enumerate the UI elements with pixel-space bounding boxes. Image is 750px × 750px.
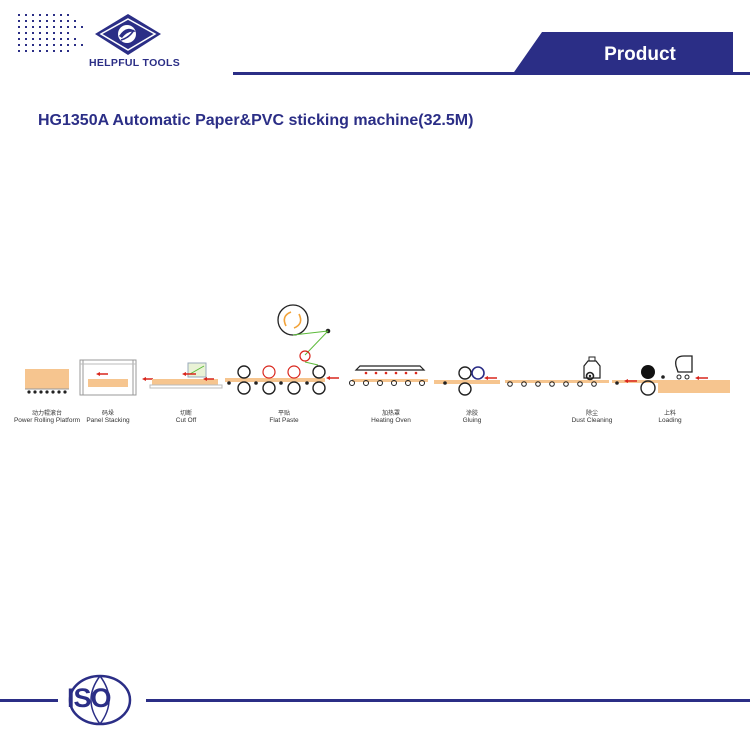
stage-label-cn: 除尘 <box>585 411 599 417</box>
logo-dot <box>39 26 41 28</box>
logo-dot <box>18 26 20 28</box>
logo-dot <box>39 44 41 46</box>
logo-dot <box>39 38 41 40</box>
stage-dust-cleaning <box>505 356 609 387</box>
logo-dot <box>74 44 76 46</box>
logo-dot <box>25 50 27 52</box>
helpful-tools-logo <box>18 14 161 55</box>
logo-dot <box>60 14 62 16</box>
stage-power-rolling-platform <box>25 369 69 394</box>
stage-label-en: Gluing <box>462 417 482 424</box>
logo-dot <box>67 50 69 52</box>
logo-dot <box>67 26 69 28</box>
stage-flat-paste <box>225 304 339 395</box>
logo-dot <box>46 14 48 16</box>
logo-dot <box>60 32 62 34</box>
stage-label-en: Power Rolling Platform <box>13 417 81 424</box>
production-line-diagram <box>25 304 730 396</box>
logo-dot <box>60 38 62 40</box>
logo-dot <box>67 44 69 46</box>
logo-dot <box>46 50 48 52</box>
stage-label-en: Dust Cleaning <box>571 417 613 424</box>
logo-dot <box>18 38 20 40</box>
header-rule <box>233 72 750 75</box>
logo-dot <box>74 38 76 40</box>
logo-dot <box>53 32 55 34</box>
logo-dot <box>46 20 48 22</box>
logo-dot <box>53 44 55 46</box>
stage-cut-off <box>149 362 223 389</box>
logo-dot <box>81 26 83 28</box>
logo-dot <box>60 50 62 52</box>
logo-dot <box>46 38 48 40</box>
logo-dot <box>60 20 62 22</box>
logo-dot <box>39 20 41 22</box>
logo-dot <box>53 50 55 52</box>
logo-dot <box>39 14 41 16</box>
stage-loading <box>612 355 730 396</box>
logo-dot <box>53 26 55 28</box>
logo-dot <box>39 32 41 34</box>
stage-panel-stacking <box>79 359 137 396</box>
product-tab[interactable] <box>512 32 733 75</box>
iso-badge-text: ISO <box>67 683 112 713</box>
stage-label-en: Flat Paste <box>269 417 299 424</box>
stage-label-cn: 平贴 <box>277 411 291 417</box>
stage-gluing <box>434 366 500 396</box>
stage-label-cn: 加热罩 <box>381 411 401 417</box>
logo-dot <box>74 26 76 28</box>
stage-label-en: Loading <box>658 417 682 424</box>
logo-dot <box>53 20 55 22</box>
logo-dot <box>46 44 48 46</box>
logo-dot <box>18 14 20 16</box>
stage-label-en: Heating Oven <box>371 417 411 424</box>
logo-dot <box>74 20 76 22</box>
logo-dot <box>18 32 20 34</box>
logo-dot <box>32 14 34 16</box>
logo-dot <box>46 26 48 28</box>
logo-dot <box>18 50 20 52</box>
logo-dot <box>25 14 27 16</box>
iso-footer <box>0 674 750 726</box>
logo-dot <box>81 44 83 46</box>
stage-label-cn: 码垛 <box>101 411 115 417</box>
logo-dot <box>32 44 34 46</box>
logo-dot <box>60 44 62 46</box>
logo-dot <box>60 26 62 28</box>
page-title: HG1350A Automatic Paper&PVC sticking mac… <box>38 112 474 129</box>
logo-dot <box>46 32 48 34</box>
logo-dot <box>25 44 27 46</box>
stage-heating-oven <box>349 365 428 386</box>
logo-dot <box>25 38 27 40</box>
logo-dot <box>25 26 27 28</box>
logo-dot <box>32 20 34 22</box>
stage-label-cn: 涂胶 <box>465 411 479 417</box>
logo-dot <box>67 32 69 34</box>
logo-dot <box>67 20 69 22</box>
logo-dot <box>32 38 34 40</box>
stage-label-en: Panel Stacking <box>86 417 130 424</box>
logo-dot <box>53 38 55 40</box>
logo-dot <box>18 20 20 22</box>
logo-dot-grid <box>18 14 83 52</box>
stage-label-cn: 上料 <box>663 411 677 417</box>
logo-dot <box>32 26 34 28</box>
logo-dot <box>32 50 34 52</box>
stage-label-en: Cut Off <box>175 417 197 424</box>
logo-dot <box>32 32 34 34</box>
logo-dot <box>53 14 55 16</box>
logo-dot <box>67 38 69 40</box>
logo-dot <box>67 14 69 16</box>
logo-dot <box>39 50 41 52</box>
stage-label-cn: 切断 <box>179 411 193 417</box>
stage-label-cn: 动力辊滚台 <box>31 411 63 417</box>
logo-dot <box>25 32 27 34</box>
logo-wordmark: HELPFUL TOOLS <box>89 57 181 69</box>
product-tab-label: Product <box>604 44 676 65</box>
logo-dot <box>25 20 27 22</box>
logo-dot <box>18 44 20 46</box>
